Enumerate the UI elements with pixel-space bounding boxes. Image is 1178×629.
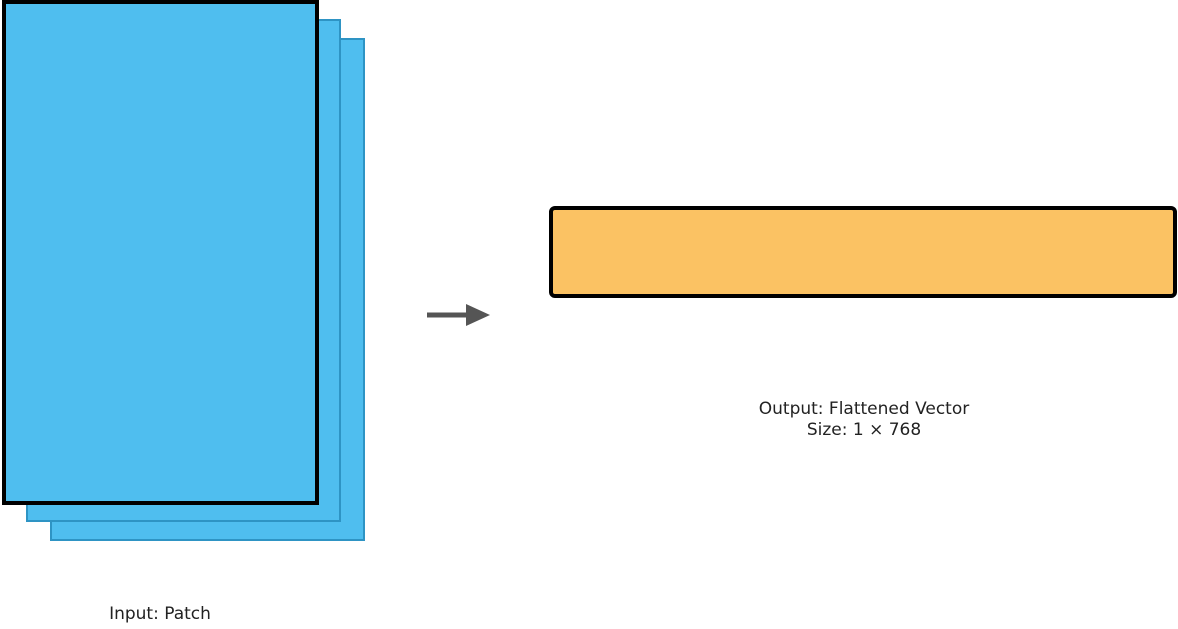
input-patch-stack (2, 0, 365, 541)
output-size: Size: 1 × 768 (806, 420, 922, 440)
input-patch-layer-front (2, 0, 319, 505)
input-label: Input: Patch (109, 604, 211, 624)
output-label: Output: Flattened Vector Size: 1 × 768 (714, 399, 1014, 441)
output-title: Output: Flattened Vector (758, 399, 970, 419)
right-arrow-icon (427, 304, 490, 326)
output-vector-bar (549, 206, 1177, 298)
